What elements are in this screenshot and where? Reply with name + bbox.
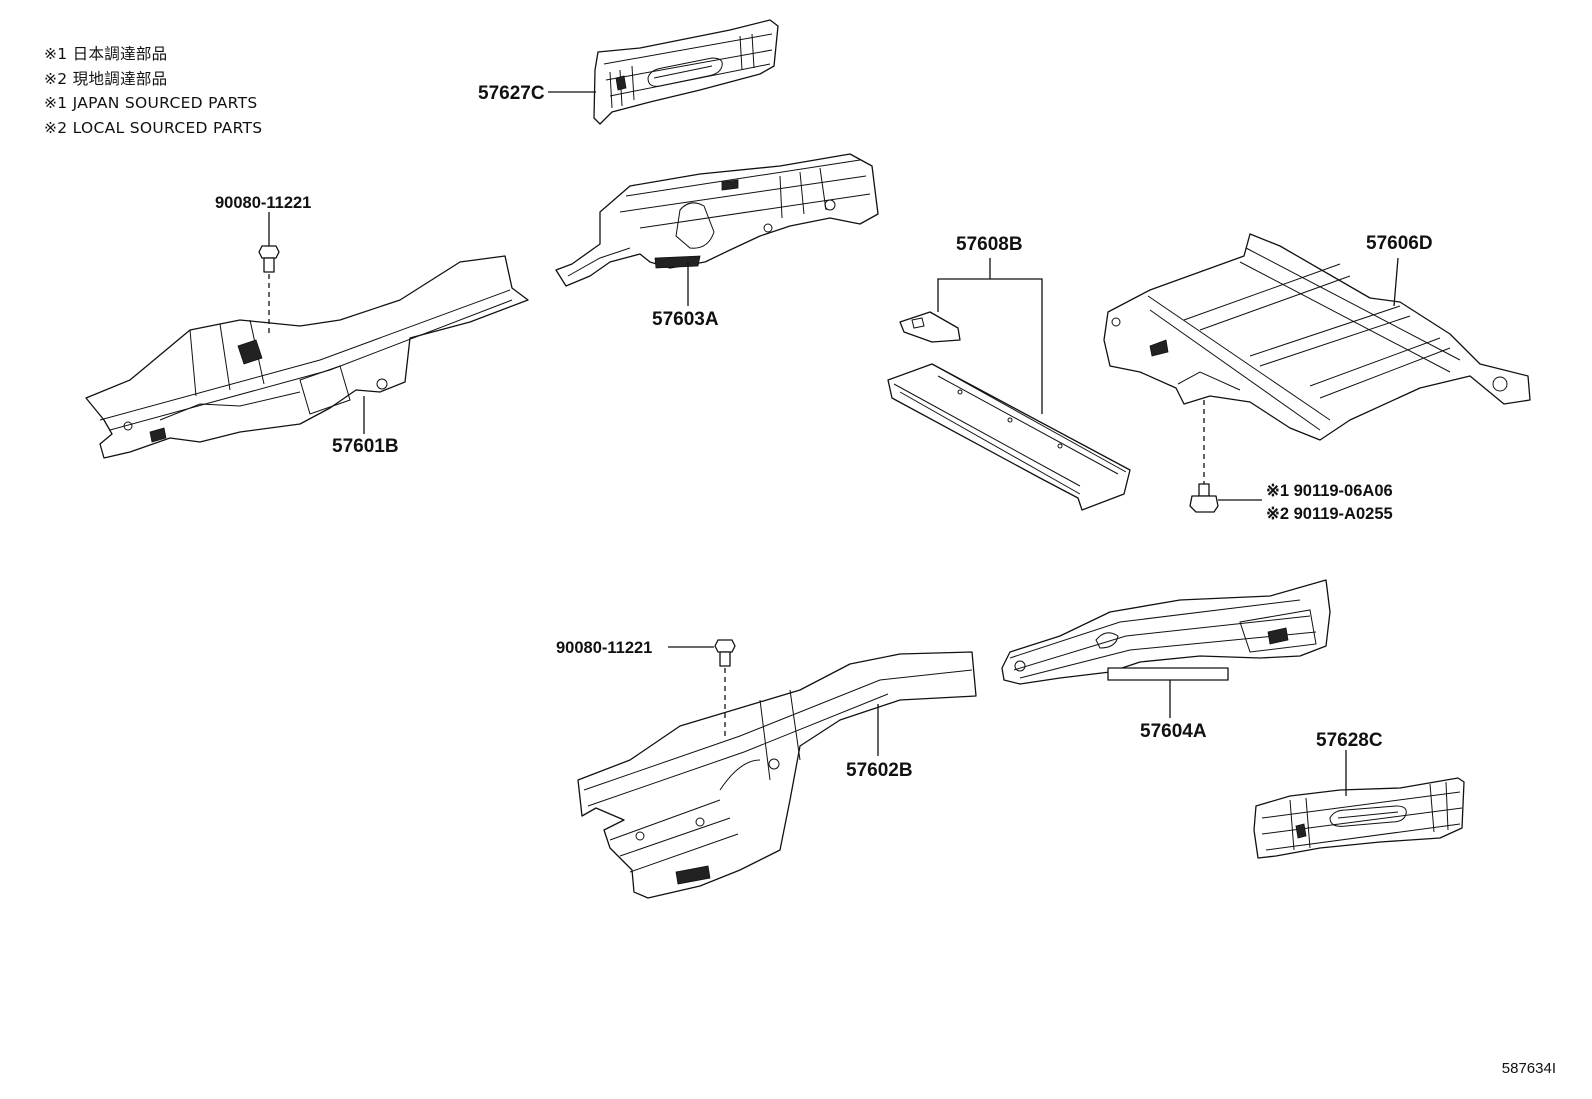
label-57602B[interactable]: 57602B: [846, 760, 913, 781]
part-57604A-illustration[interactable]: [1001, 579, 1331, 685]
label-bolt-right-2[interactable]: ※2 90119-A0255: [1266, 505, 1393, 523]
legend-line-2: ※2 現地調達部品: [44, 69, 168, 88]
bolt-lower-illustration[interactable]: [714, 639, 736, 667]
label-57608B[interactable]: 57608B: [956, 234, 1023, 255]
part-57601B-illustration[interactable]: [85, 255, 529, 459]
bolt-right-illustration[interactable]: [1189, 483, 1219, 513]
label-bolt-right-1[interactable]: ※1 90119-06A06: [1266, 482, 1393, 500]
leader-57606D: [1393, 257, 1399, 307]
part-57608B-illustration[interactable]: [887, 311, 1131, 511]
figure-id: 587634I: [1501, 1060, 1556, 1077]
label-57604A[interactable]: 57604A: [1140, 721, 1207, 742]
legend-line-3: ※1 JAPAN SOURCED PARTS: [44, 94, 258, 112]
part-57628C-illustration[interactable]: [1253, 777, 1465, 859]
part-57606D-illustration[interactable]: [1103, 233, 1531, 441]
label-57627C[interactable]: 57627C: [478, 83, 545, 104]
bolt-upper-illustration[interactable]: [258, 245, 280, 273]
part-57603A-illustration[interactable]: [555, 153, 879, 287]
label-57606D[interactable]: 57606D: [1366, 233, 1433, 254]
legend-line-1: ※1 日本調達部品: [44, 45, 168, 63]
part-57602B-illustration[interactable]: [577, 651, 977, 899]
label-57601B[interactable]: 57601B: [332, 436, 399, 457]
part-57627C-illustration[interactable]: [593, 19, 779, 125]
label-57628C[interactable]: 57628C: [1316, 730, 1383, 751]
label-bolt-lower[interactable]: 90080-11221: [556, 639, 652, 657]
label-bolt-upper[interactable]: 90080-11221: [215, 194, 311, 212]
label-57603A[interactable]: 57603A: [652, 309, 719, 330]
legend-line-4: ※2 LOCAL SOURCED PARTS: [44, 118, 263, 137]
legend: ※1 日本調達部品 ※2 現地調達部品 ※1 JAPAN SOURCED PAR…: [44, 42, 262, 140]
